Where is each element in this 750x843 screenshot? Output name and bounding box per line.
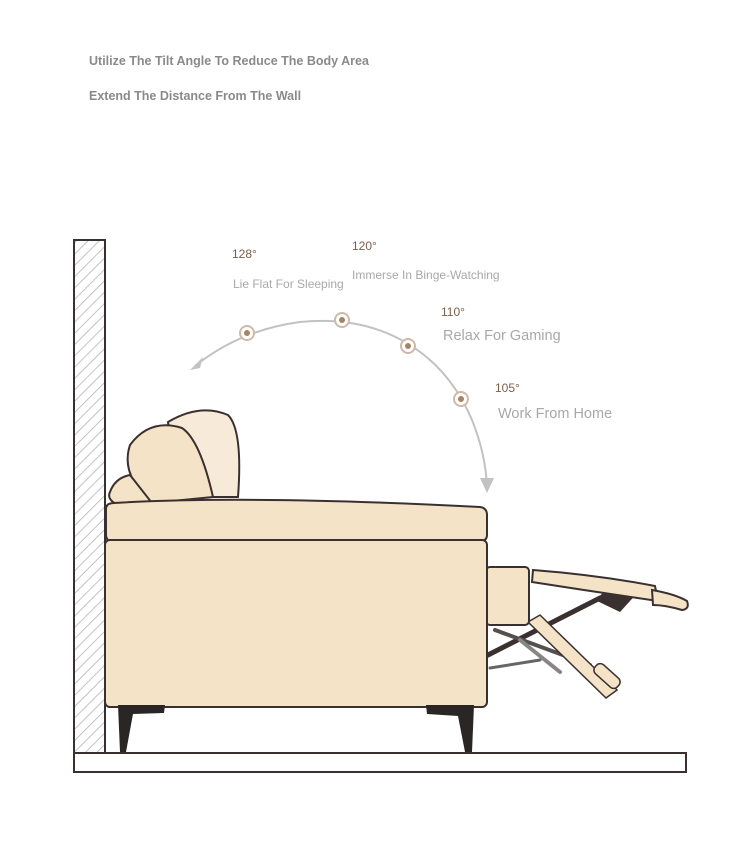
sofa-body (104, 539, 488, 708)
arc-arrow-left (190, 357, 203, 370)
seat-top (105, 498, 488, 542)
arc-dot-105 (453, 391, 469, 407)
angle-120: 120° (352, 239, 377, 253)
arc-dot-120 (334, 312, 350, 328)
arc-arrow-right (480, 478, 494, 493)
arc-dot-128 (239, 325, 255, 341)
wall (73, 239, 106, 754)
label-gaming: Relax For Gaming (443, 328, 561, 344)
angle-110: 110° (441, 305, 465, 319)
subtitle-line-1: Utilize The Tilt Angle To Reduce The Bod… (89, 54, 369, 68)
label-work-from-home: Work From Home (498, 406, 613, 422)
leg-left (118, 705, 165, 752)
arc-dot-110 (400, 338, 416, 354)
footrest-arm (526, 614, 621, 699)
footrest (530, 568, 660, 603)
angle-128: 128° (232, 247, 257, 261)
leg-right (426, 705, 474, 752)
label-binge-watching: Immerse In Binge-Watching (352, 268, 500, 282)
subtitle-line-2: Extend The Distance From The Wall (89, 89, 302, 103)
seat-block (485, 566, 530, 626)
footrest-tip (650, 588, 689, 612)
angle-105: 105° (495, 381, 520, 395)
floor (73, 752, 687, 773)
label-lie-flat: Lie Flat For Sleeping (233, 277, 344, 291)
